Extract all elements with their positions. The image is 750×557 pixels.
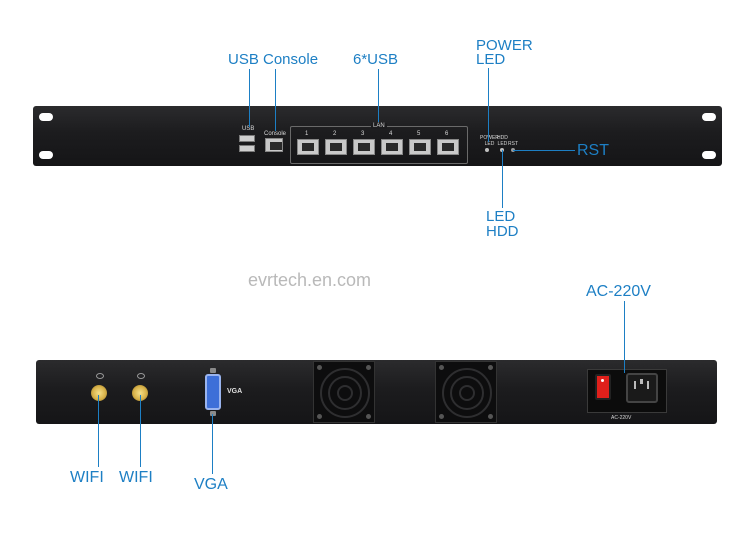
ac-pin bbox=[640, 379, 643, 384]
led-hdd-callout-line2: HDD bbox=[486, 223, 519, 240]
wifi-antenna-mark bbox=[137, 373, 145, 379]
lan-port bbox=[381, 139, 403, 155]
six-usb-callout-line bbox=[378, 69, 379, 122]
power-switch bbox=[595, 374, 611, 400]
front-left-top-mount-hole bbox=[39, 113, 53, 121]
vga-silkscreen: VGA bbox=[227, 388, 243, 395]
console-silkscreen-label: Console bbox=[264, 131, 287, 137]
cooling-fan-left bbox=[313, 361, 375, 423]
power-led-callout-line bbox=[488, 68, 489, 142]
lan-port-number: 3 bbox=[361, 131, 365, 137]
wifi-antenna-connector-2 bbox=[132, 385, 148, 401]
lan-port-number: 2 bbox=[333, 131, 337, 137]
ac-220v-callout: AC-220V bbox=[586, 283, 651, 300]
usb-port-top bbox=[239, 135, 255, 142]
rst-callout-line bbox=[513, 150, 575, 151]
usb-silkscreen-label: USB bbox=[242, 126, 255, 132]
power-switch-mark bbox=[601, 379, 604, 382]
front-right-bottom-mount-hole bbox=[702, 151, 716, 159]
ac-pin bbox=[634, 381, 636, 389]
lan-port bbox=[409, 139, 431, 155]
wifi-callout-line-1 bbox=[98, 395, 99, 467]
power-led-callout-line1: POWER bbox=[476, 37, 533, 54]
wifi-callout-2: WIFI bbox=[119, 469, 153, 486]
power-led-silkscreen: POWER LED bbox=[480, 135, 499, 147]
front-panel: USB Console LAN 1 2 3 4 5 6 POWER LED HD… bbox=[33, 106, 722, 166]
vga-port bbox=[205, 374, 221, 410]
wifi-callout-line-2 bbox=[140, 395, 141, 467]
lan-port bbox=[353, 139, 375, 155]
rear-panel: VGA AC-220V bbox=[36, 360, 717, 424]
lan-port-number: 6 bbox=[445, 131, 449, 137]
wifi-antenna-connector-1 bbox=[91, 385, 107, 401]
led-hdd-callout-line1: LED bbox=[486, 208, 516, 225]
vga-callout-line bbox=[212, 414, 213, 474]
ac-silkscreen: AC-220V bbox=[611, 415, 632, 421]
front-left-bottom-mount-hole bbox=[39, 151, 53, 159]
lan-port bbox=[297, 139, 319, 155]
vga-port-screw-bottom bbox=[210, 411, 216, 416]
led-hdd-callout-line bbox=[502, 150, 503, 208]
lan-silkscreen-label: LAN bbox=[371, 123, 387, 129]
rst-callout: RST bbox=[577, 142, 609, 159]
rst-silkscreen: RST bbox=[508, 141, 518, 147]
wifi-callout-1: WIFI bbox=[70, 469, 104, 486]
lan-port-number: 1 bbox=[305, 131, 309, 137]
ac-power-inlet bbox=[626, 373, 658, 403]
vga-callout: VGA bbox=[194, 476, 228, 493]
ac-pin bbox=[647, 381, 649, 389]
usb-console-callout: USB Console bbox=[228, 51, 319, 68]
wifi-antenna-mark bbox=[96, 373, 104, 379]
power-led-callout-line2: LED bbox=[476, 51, 506, 68]
lan-port bbox=[437, 139, 459, 155]
watermark-text: evrtech.en.com bbox=[248, 270, 372, 290]
front-right-top-mount-hole bbox=[702, 113, 716, 121]
usb-callout-line bbox=[249, 69, 250, 127]
cooling-fan-right bbox=[435, 361, 497, 423]
lan-port-number: 5 bbox=[417, 131, 421, 137]
power-led-indicator bbox=[485, 148, 489, 152]
usb-port-bottom bbox=[239, 145, 255, 152]
console-callout-line bbox=[275, 69, 276, 131]
vga-port-screw-top bbox=[210, 368, 216, 373]
hdd-led-silkscreen: HDD LED bbox=[497, 135, 508, 147]
lan-port-number: 4 bbox=[389, 131, 393, 137]
ac-callout-line bbox=[624, 301, 625, 373]
lan-port bbox=[325, 139, 347, 155]
six-usb-callout: 6*USB bbox=[353, 51, 399, 68]
console-port bbox=[265, 138, 283, 152]
